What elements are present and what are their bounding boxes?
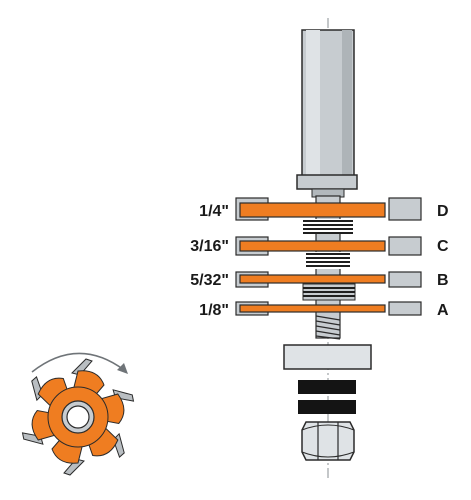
cutter-letter-c: C — [437, 238, 449, 255]
cutter-d — [235, 197, 422, 221]
cutter-letter-a: A — [437, 302, 449, 319]
cutter-size-label-b: 5/32" — [190, 272, 229, 289]
shank-collar — [296, 174, 358, 190]
cutter-b — [235, 271, 422, 288]
spacer-block-lower — [298, 400, 356, 414]
shim-stack-3 — [302, 283, 356, 301]
spacer-block-upper — [298, 380, 356, 394]
cutter-size-label-c: 3/16" — [190, 238, 229, 255]
cutter-size-label-d: 1/4" — [199, 203, 229, 220]
cutter-top-view-icon — [21, 358, 135, 476]
shim-stack-1 — [303, 219, 353, 234]
shank — [301, 29, 355, 181]
arbor-threads — [315, 315, 341, 340]
hex-nut-icon — [301, 421, 355, 461]
cutter-c — [235, 236, 422, 256]
cutter-letter-d: D — [437, 203, 449, 220]
arbor-hole — [66, 405, 90, 429]
cutter-size-label-a: 1/8" — [199, 302, 229, 319]
cutter-a — [235, 301, 422, 316]
shim-stack-2 — [306, 252, 350, 269]
rotation-arrow-icon — [31, 352, 128, 374]
bearing-washer — [283, 344, 372, 370]
cutter-letter-b: B — [437, 272, 449, 289]
